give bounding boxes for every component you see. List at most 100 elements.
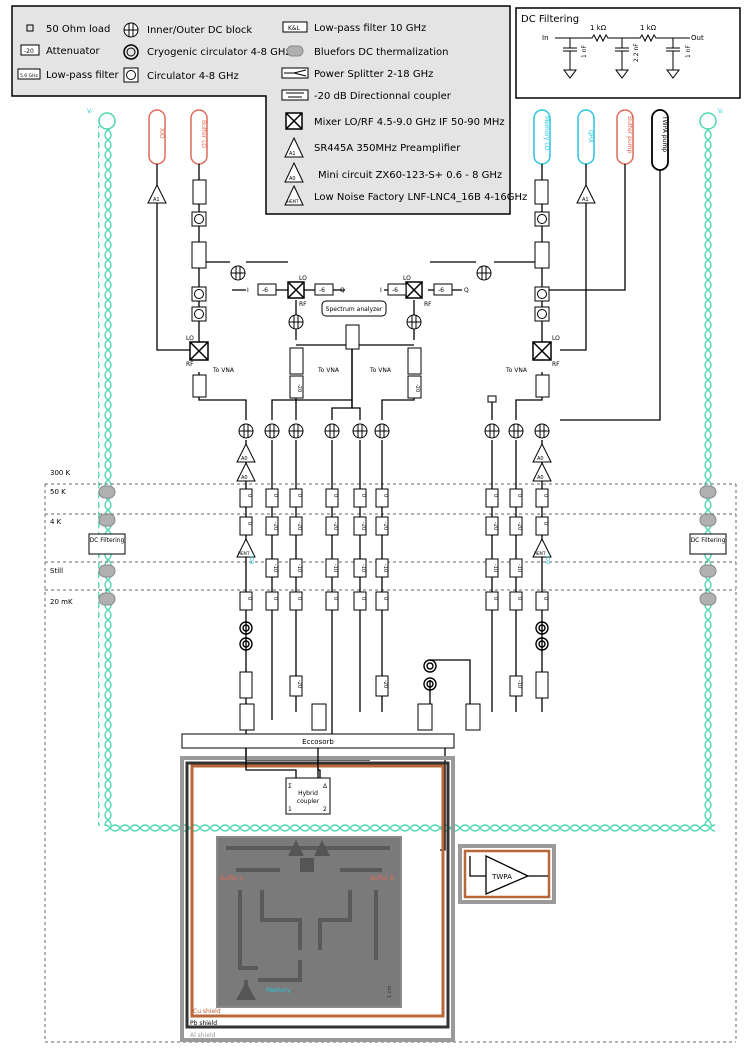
- svg-text:XIO: XIO: [158, 128, 165, 139]
- svg-text:DC Filtering: DC Filtering: [691, 537, 726, 544]
- coupler-icon: [281, 89, 309, 101]
- svg-text:TWPA: TWPA: [491, 873, 512, 881]
- attenuator-value-0-0: 0: [246, 494, 252, 497]
- svg-text:I: I: [380, 287, 382, 294]
- hybrid-coupler: Σ Δ Hybrid coupler 1 2: [245, 748, 331, 815]
- svg-text:A0: A0: [241, 475, 248, 481]
- svg-text:HEMT: HEMT: [534, 551, 546, 556]
- attenuator-0-1: [265, 488, 279, 508]
- stage-20mk: 20 mK: [50, 598, 73, 606]
- svg-text:-6: -6: [262, 287, 268, 294]
- svg-text:2: 2: [323, 806, 327, 813]
- attenuator-value-2-4: -10: [360, 564, 366, 572]
- attenuator-value-0-3: 0: [332, 494, 338, 497]
- attenuator-value-0-6: 0: [492, 494, 498, 497]
- svg-text:Buffer pump: Buffer pump: [626, 116, 633, 154]
- svg-text:1 nF: 1 nF: [581, 44, 588, 58]
- legend-label-hemt: Low Noise Factory LNF-LNC4_16B 4-16GHz: [314, 192, 527, 203]
- attenuator-value-3-0: 0: [246, 597, 252, 600]
- attenuator-2-5: [375, 558, 389, 578]
- room-temperature-ports: XIO Buffer LO Memory LO QRX Buffer pump …: [148, 109, 669, 171]
- ecl-label-left: ECL: [250, 554, 256, 564]
- svg-text:Vₗ: Vₗ: [87, 108, 92, 115]
- legend-label-attenuator: Attenuator: [46, 46, 101, 57]
- dc-port-left-icon: [98, 112, 116, 130]
- svg-text:Spectrum analyzer: Spectrum analyzer: [326, 306, 383, 313]
- svg-text:LO: LO: [186, 335, 194, 342]
- attenuator-0-0: [239, 488, 253, 508]
- svg-text:A1: A1: [289, 151, 296, 157]
- port-buffer-pump: Buffer pump: [616, 109, 634, 165]
- svg-text:To VNA: To VNA: [212, 367, 235, 374]
- port-qrx: QRX: [577, 109, 595, 165]
- svg-text:Q: Q: [340, 287, 345, 294]
- mixer-left-icon: [189, 341, 209, 361]
- attenuator-value-1-7: -20: [516, 522, 522, 530]
- svg-text:-20: -20: [296, 384, 302, 392]
- attenuator-0-8: [535, 488, 549, 508]
- attenuator-2-1: [265, 558, 279, 578]
- legend: 50 Ohm load -20 Attenuator 5.6 GHz Low-p…: [11, 5, 527, 215]
- svg-text:-6: -6: [319, 287, 325, 294]
- attenuator-3-4: [353, 591, 367, 611]
- svg-text:RF: RF: [552, 361, 560, 368]
- svg-text:In: In: [542, 34, 549, 42]
- svg-text:HEMT: HEMT: [238, 551, 250, 556]
- dc-block-right-icon: [476, 265, 492, 281]
- chip-label-buffer-right: Buffer R: [370, 875, 394, 882]
- hemt-icon: HEMT: [284, 184, 304, 206]
- port-xio: XIO: [148, 109, 166, 165]
- attenuator-1-1: [265, 516, 279, 536]
- amp-a0-icon: A0: [284, 161, 304, 183]
- svg-text:HEMT: HEMT: [287, 199, 299, 204]
- svg-text:coupler: coupler: [297, 798, 320, 805]
- twpa: TWPA: [458, 844, 556, 904]
- svg-text:To VNA: To VNA: [369, 367, 392, 374]
- attenuator-value-2-6: -10: [492, 564, 498, 572]
- svg-text:A1: A1: [153, 197, 160, 203]
- svg-text:Memory LO: Memory LO: [543, 116, 550, 150]
- attenuator-3-6: [485, 591, 499, 611]
- dc-block-left-2-icon: [288, 314, 304, 330]
- cryo-circulator-icon: [123, 44, 139, 60]
- upper-components: A1 LO RF To VNA LO RF I Q -6 -6 To VNA -…: [147, 179, 596, 403]
- svg-text:A0: A0: [241, 456, 248, 462]
- svg-text:5.6 GHz: 5.6 GHz: [20, 73, 38, 79]
- attenuator-1-0: [239, 516, 253, 536]
- attenuator-value-0-1: 0: [272, 494, 278, 497]
- dc-port-right-icon: [699, 112, 717, 130]
- splitter-left-icon: [191, 241, 207, 269]
- svg-text:I: I: [247, 287, 249, 294]
- svg-text:K&L: K&L: [288, 25, 301, 32]
- legend-label-lowpass: Low-pass filter: [46, 70, 120, 81]
- mixer-iq-right-icon: [405, 281, 423, 299]
- preamp-icon: A1: [284, 136, 304, 158]
- attenuator-value-3-8: 0: [542, 597, 548, 600]
- port-buffer-lo: Buffer LO: [190, 109, 208, 165]
- attenuator-value-0-4: 0: [360, 494, 366, 497]
- svg-text:DC Filtering: DC Filtering: [90, 537, 125, 544]
- legend-label-thermal: Bluefors DC thermalization: [314, 47, 448, 58]
- attenuator-value-3-6: 0: [492, 597, 498, 600]
- attenuator-value-1-8: 0: [542, 522, 548, 525]
- attenuator-2-3: [325, 558, 339, 578]
- thermalization-icon: [286, 45, 304, 57]
- dc-filtering-schematic: DC Filtering In Out 1 kΩ 1 kΩ 1 nF 2.2 n…: [515, 7, 741, 99]
- svg-text:QRX: QRX: [587, 130, 594, 143]
- dc-filter-box-left: DC Filtering: [88, 533, 126, 555]
- dc-filtering-title: DC Filtering: [521, 14, 579, 25]
- port-memory-lo: Memory LO: [533, 109, 551, 165]
- port-twpa-pump: TWPA pump: [651, 109, 669, 171]
- circulator-icon: [123, 67, 139, 83]
- pb-shield-label: Pb shield: [190, 1020, 217, 1027]
- attenuator-0-4: [353, 488, 367, 508]
- svg-text:To VNA: To VNA: [317, 367, 340, 374]
- legend-label-circ: Circulator 4-8 GHz: [147, 71, 239, 82]
- eccosorb: Eccosorb: [181, 733, 455, 749]
- svg-text:A1: A1: [582, 197, 589, 203]
- attenuator-value-0-2: 0: [296, 494, 302, 497]
- attenuator-value-3-2: 0: [296, 597, 302, 600]
- attenuator-1-2: [289, 516, 303, 536]
